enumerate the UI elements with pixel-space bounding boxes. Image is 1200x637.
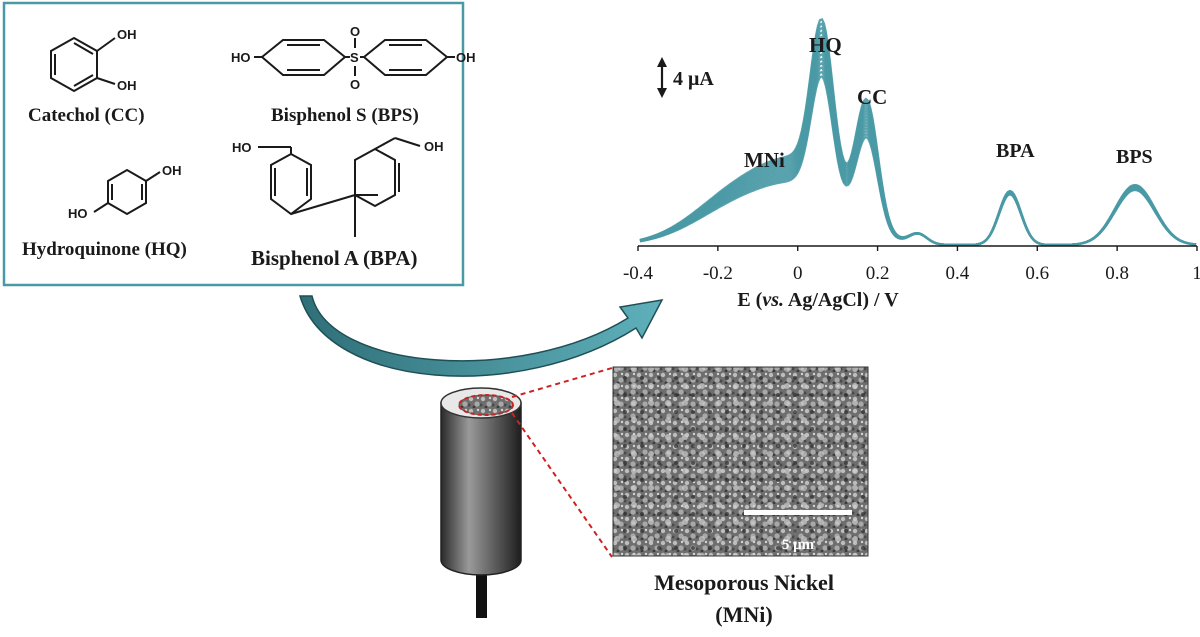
voltammogram-trace <box>639 66 1197 247</box>
x-axis-title: E (vs. Ag/AgCl) / V <box>737 289 899 311</box>
catechol-name: Catechol (CC) <box>28 105 145 126</box>
bpa-ho: HO <box>232 140 252 155</box>
voltammogram-trace <box>639 61 1197 247</box>
voltammogram-trace <box>639 75 1197 247</box>
electrode-caption-line1: Mesoporous Nickel <box>654 570 834 595</box>
x-tick-label: -0.2 <box>703 263 733 284</box>
voltammogram-trace <box>639 70 1197 247</box>
voltammogram-chart: 4 μA -0.4 -0.2 0 0.2 0.4 0.6 0.8 1 MNi HQ CC BP… <box>623 18 1200 311</box>
hydroquinone-name: Hydroquinone (HQ) <box>22 239 187 260</box>
voltammogram-trace <box>639 18 1197 247</box>
curved-arrow-icon <box>298 295 664 377</box>
catechol-oh1: OH <box>117 27 137 42</box>
electrode-wire <box>476 570 487 618</box>
bps-name: Bisphenol S (BPS) <box>271 105 419 126</box>
electrode-body <box>440 402 522 576</box>
catechol-structure <box>50 36 116 93</box>
x-tick-label: 0 <box>793 263 803 284</box>
peak-label-mni: MNi <box>744 148 785 172</box>
catechol-oh2: OH <box>117 78 137 93</box>
sem-texture-overlay <box>613 367 868 556</box>
sem-image: 5 μm <box>612 366 869 557</box>
bpa-structure <box>258 137 421 237</box>
voltammogram-curves <box>639 18 1197 247</box>
x-tick-label: 1 <box>1192 263 1200 284</box>
bps-structure <box>254 38 455 76</box>
flow-arrow <box>298 295 664 377</box>
bps-oh: OH <box>456 50 476 65</box>
x-tick-label: 0.4 <box>946 263 970 284</box>
bpa-name: Bisphenol A (BPA) <box>251 246 417 270</box>
electrode-illustration <box>440 367 613 618</box>
hydroquinone-structure <box>93 168 161 216</box>
electrode-caption-line2: (MNi) <box>715 602 772 627</box>
peak-label-cc: CC <box>857 85 887 109</box>
bpa-oh: OH <box>424 139 444 154</box>
molecule-panel: OH OH Catechol (CC) HO OH S O O Bispheno… <box>2 1 476 287</box>
x-tick-label: -0.4 <box>623 263 654 284</box>
sem-scale-bar <box>744 510 852 515</box>
hq-ho: HO <box>68 206 88 221</box>
peak-label-bpa: BPA <box>996 140 1035 162</box>
x-tick-label: 0.6 <box>1025 263 1049 284</box>
panel-frame <box>2 1 465 287</box>
zoom-line-bottom <box>511 412 613 558</box>
x-tick-label: 0.8 <box>1105 263 1129 284</box>
peak-label-hq: HQ <box>809 33 842 57</box>
bps-o-top: O <box>350 24 360 39</box>
sem-frame <box>612 366 869 557</box>
zoom-line-top <box>511 367 613 398</box>
bps-o-bottom: O <box>350 77 360 92</box>
peak-label-bps: BPS <box>1116 146 1153 168</box>
scale-bar-arrow-icon <box>657 57 667 98</box>
x-axis: -0.4 -0.2 0 0.2 0.4 0.6 0.8 1 <box>623 245 1200 284</box>
bps-ho: HO <box>231 50 251 65</box>
scale-bar-label: 4 μA <box>673 68 714 90</box>
zoom-region <box>458 394 514 416</box>
x-tick-label: 0.2 <box>866 263 890 284</box>
bps-s: S <box>350 50 359 65</box>
hq-oh: OH <box>162 163 182 178</box>
sem-scale-label: 5 μm <box>782 537 815 553</box>
